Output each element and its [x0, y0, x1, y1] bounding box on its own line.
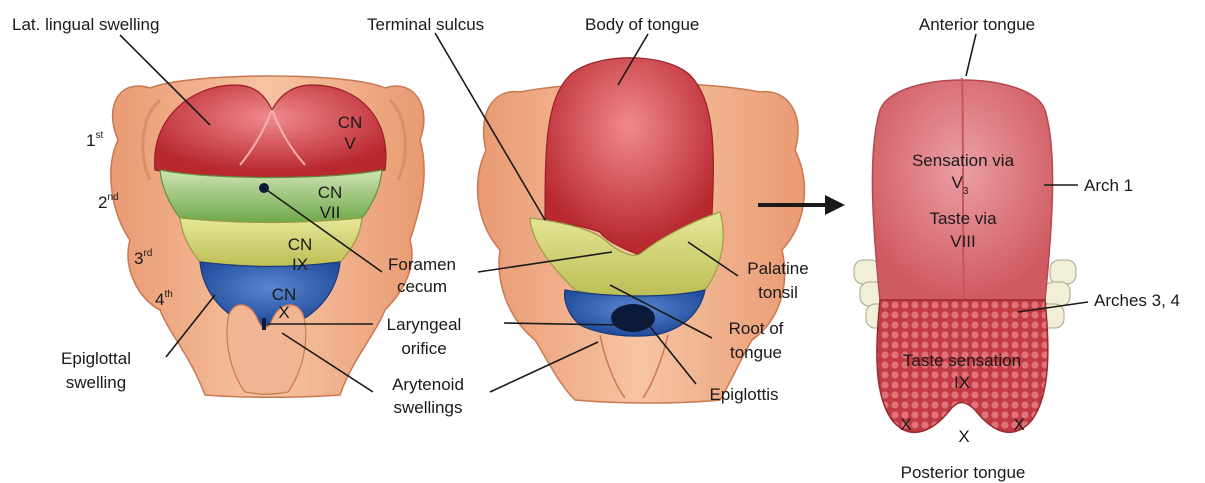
- laryngeal-orifice-label-line1: Laryngeal: [387, 315, 462, 334]
- epiglottis-label: Epiglottis: [710, 385, 779, 404]
- foramen-cecum-label-line2: cecum: [397, 277, 447, 296]
- arches-3-4-label: Arches 3, 4: [1094, 291, 1180, 310]
- taste-sensation-label-line2: IX: [954, 373, 970, 392]
- cn-v-label-line1: CN: [338, 113, 363, 132]
- arytenoid-swellings-label-line1: Arytenoid: [392, 375, 464, 394]
- anterior-tongue-label: Anterior tongue: [919, 15, 1035, 34]
- cn-vii-label-line1: CN: [318, 183, 343, 202]
- cn-v-label-line2: V: [344, 134, 356, 153]
- arytenoid-swellings-label-line2: swellings: [394, 398, 463, 417]
- laryngeal-orifice-label-line2: orifice: [401, 339, 446, 358]
- epiglottal-swelling-label-line2: swelling: [66, 373, 126, 392]
- x-right-label: X: [1013, 415, 1024, 434]
- palatine-tonsil-label-line1: Palatine: [747, 259, 808, 278]
- epiglottal-swelling-label-line1: Epiglottal: [61, 349, 131, 368]
- sensation-via-label: Sensation via: [912, 151, 1015, 170]
- cn-ix-label-line2: IX: [292, 255, 308, 274]
- terminal-sulcus-label: Terminal sulcus: [367, 15, 484, 34]
- taste-via-label-line1: Taste via: [929, 209, 997, 228]
- taste-via-label-line2: VIII: [950, 232, 976, 251]
- palatine-tonsil-label-line2: tonsil: [758, 283, 798, 302]
- cn-x-label-line1: CN: [272, 285, 297, 304]
- x-center-label: X: [958, 427, 969, 446]
- foramen-cecum-label-line1: Foramen: [388, 255, 456, 274]
- cn-ix-label-line1: CN: [288, 235, 313, 254]
- cn-x-label-line2: X: [278, 303, 289, 322]
- lat-lingual-swelling-label: Lat. lingual swelling: [12, 15, 159, 34]
- arch-1-right-label: Arch 1: [1084, 176, 1133, 195]
- embryo-floor-illustration: [111, 76, 424, 397]
- second-arch-band: [160, 170, 382, 223]
- third-arch-band: [180, 218, 362, 267]
- root-of-tongue-label-line1: Root of: [729, 319, 784, 338]
- taste-sensation-label-line1: Taste sensation: [903, 351, 1021, 370]
- root-of-tongue-label-line2: tongue: [730, 343, 782, 362]
- posterior-tongue-label: Posterior tongue: [901, 463, 1026, 482]
- cn-vii-label-line2: VII: [320, 203, 341, 222]
- arch-1-label: 1st: [86, 130, 103, 150]
- body-of-tongue-label: Body of tongue: [585, 15, 699, 34]
- laryngeal-opening: [611, 304, 655, 332]
- x-left-label: X: [900, 415, 911, 434]
